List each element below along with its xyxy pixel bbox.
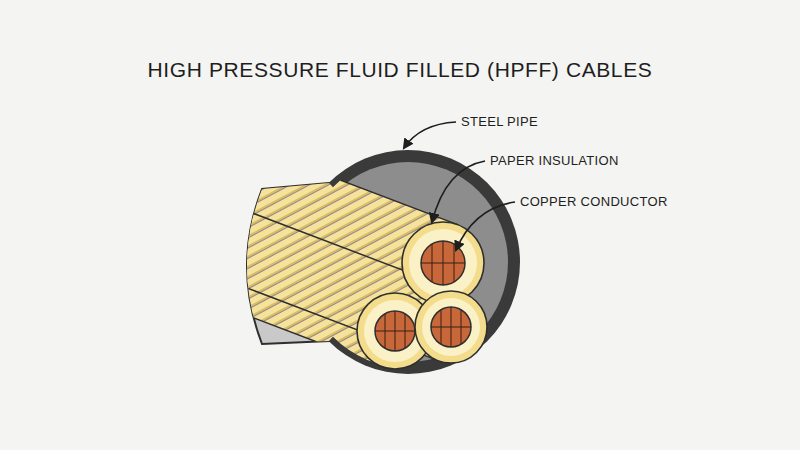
leader-line <box>432 161 485 222</box>
conductor-strands <box>375 311 415 351</box>
copper-conductor <box>421 241 465 285</box>
cable-ends <box>357 222 487 369</box>
part-label: PAPER INSULATION <box>490 153 619 168</box>
cable-end <box>415 291 487 363</box>
copper-conductor <box>431 307 471 347</box>
part-label: STEEL PIPE <box>461 114 538 129</box>
paper-insulation-layer <box>409 229 477 297</box>
leader-line <box>404 122 456 148</box>
conductor-strands <box>431 307 471 347</box>
diagram-title: HIGH PRESSURE FLUID FILLED (HPFF) CABLES <box>0 58 800 82</box>
conductor-strands <box>421 241 465 285</box>
part-label: COPPER CONDUCTOR <box>520 194 668 209</box>
paper-insulation-layer <box>422 298 480 356</box>
leader-line <box>456 202 515 250</box>
leader-lines <box>404 122 515 250</box>
paper-insulation <box>415 291 487 363</box>
copper-conductor <box>375 311 415 351</box>
